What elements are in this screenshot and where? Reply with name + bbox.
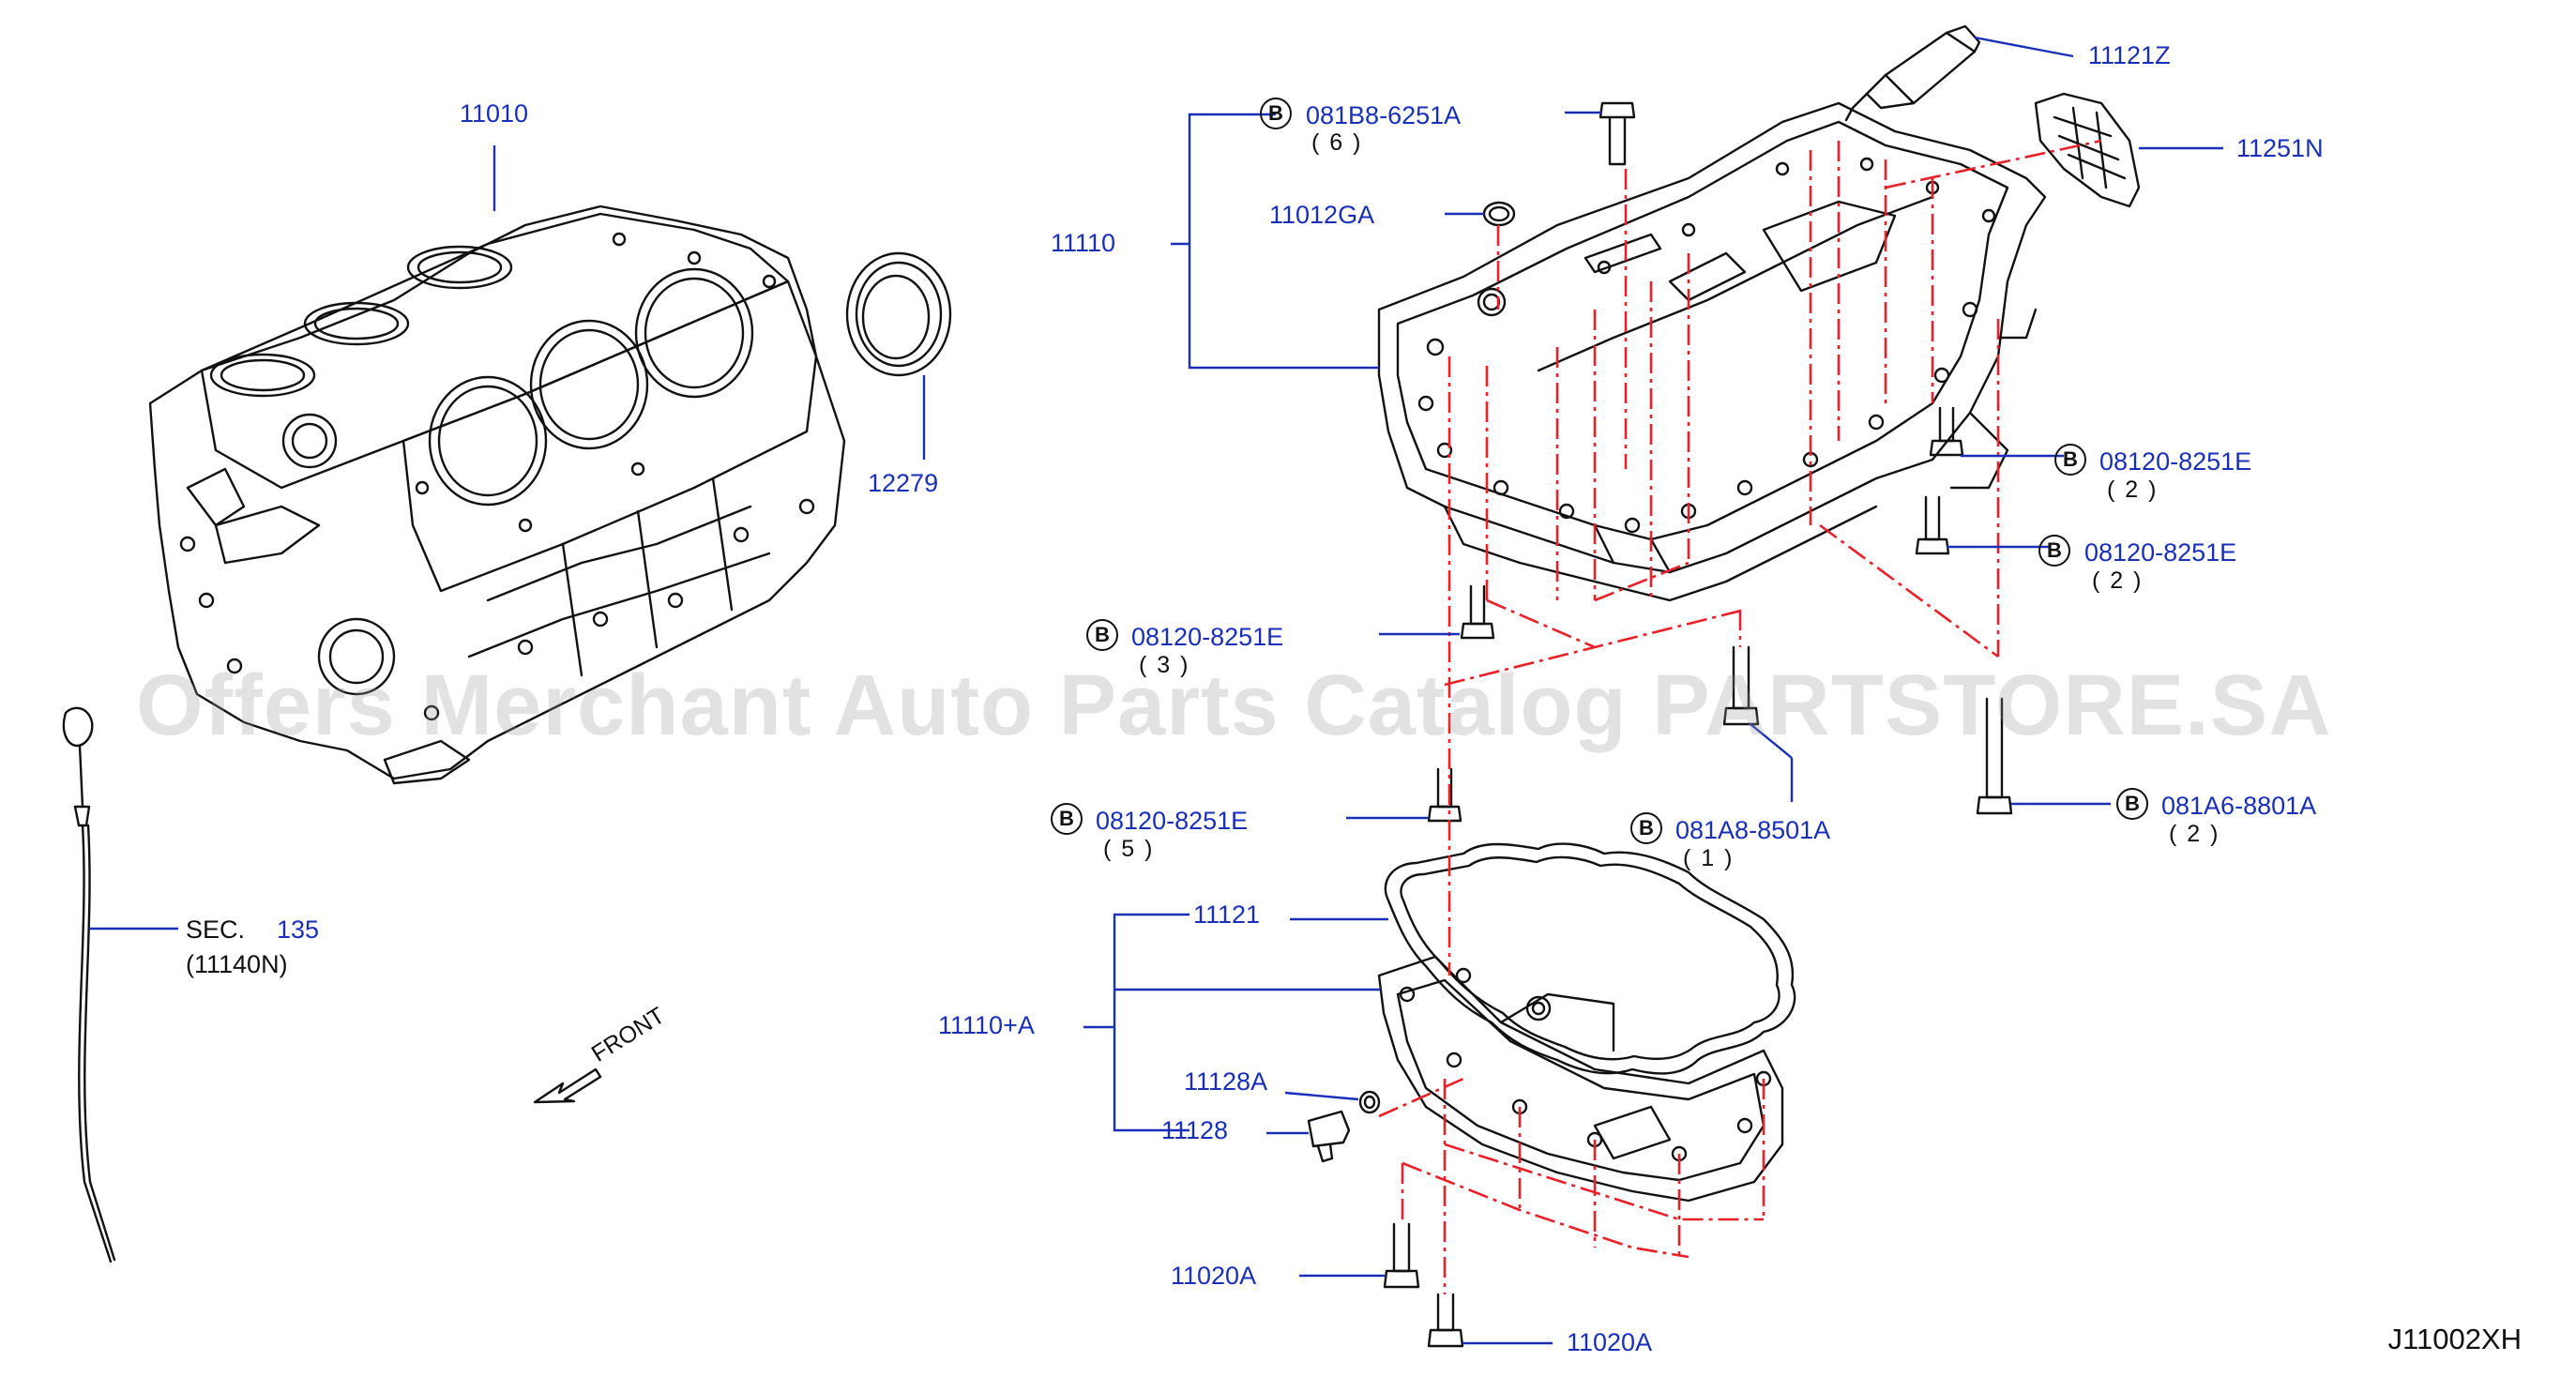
- bolt-marker-icon: B: [2054, 444, 2086, 476]
- front-arrow-icon: [533, 1067, 602, 1104]
- bolt-drawings: [1307, 101, 2013, 1348]
- alignment-dash-lines: [1378, 139, 2102, 1294]
- gasket-drawing: [1384, 842, 1796, 1075]
- dipstick-drawing: [62, 706, 116, 1263]
- label-drain-plug[interactable]: 11128: [1161, 1116, 1229, 1144]
- bolt-part-6[interactable]: 081A6-8801A: [2161, 792, 2317, 820]
- label-bolt-lower-2[interactable]: 11020A: [1567, 1328, 1653, 1356]
- bolt-part-0[interactable]: 081B8-6251A: [1306, 101, 1462, 129]
- label-baffle[interactable]: 11251N: [2236, 134, 2324, 162]
- leader-lines: [89, 36, 2223, 1345]
- engine-block-drawing: [148, 204, 846, 785]
- bolt-part-1[interactable]: 08120-8251E: [2099, 447, 2252, 476]
- label-o-ring[interactable]: 11012GA: [1269, 201, 1375, 229]
- lower-oil-pan-drawing: [1377, 955, 1784, 1203]
- bolt-marker-icon: B: [2116, 788, 2148, 820]
- bolt-qty-4: ( 5 ): [1103, 836, 1155, 862]
- bolt-part-3[interactable]: 08120-8251E: [1131, 623, 1284, 651]
- label-upper-pan[interactable]: 11110: [1051, 229, 1116, 257]
- bolt-marker-icon: B: [1086, 619, 1118, 651]
- bolt-part-4[interactable]: 08120-8251E: [1096, 807, 1249, 835]
- bolt-qty-3: ( 3 ): [1139, 652, 1190, 678]
- bolt-qty-0: ( 6 ): [1311, 129, 1363, 156]
- bolt-part-5[interactable]: 081A8-8501A: [1675, 816, 1831, 844]
- sec-prefix: SEC.: [186, 915, 246, 944]
- bolt-qty-6: ( 2 ): [2169, 821, 2220, 847]
- label-pan-assy[interactable]: 11110+A: [938, 1011, 1035, 1039]
- label-gasket[interactable]: 11121: [1193, 900, 1261, 929]
- baffle-drawing: [2034, 92, 2141, 208]
- rear-seal-drawing: [845, 251, 952, 377]
- bolt-qty-2: ( 2 ): [2092, 567, 2144, 594]
- label-bolt-lower-1[interactable]: 11020A: [1171, 1262, 1257, 1290]
- sec-number-link[interactable]: 135: [277, 915, 320, 944]
- bolt-part-2[interactable]: 08120-8251E: [2084, 538, 2237, 567]
- label-seal[interactable]: 12279: [868, 469, 939, 497]
- upper-oil-pan-drawing: [1377, 101, 2047, 602]
- watermark-text: Offers Merchant Auto Parts Catalog PARTS…: [136, 658, 2332, 753]
- diagram-code: J11002XH: [2387, 1323, 2522, 1355]
- sec-ref: (11140N): [186, 950, 288, 978]
- bolt-marker-icon: B: [1630, 812, 1662, 844]
- bolt-marker-icon: B: [1260, 98, 1292, 129]
- bolt-marker-icon: B: [2038, 535, 2070, 567]
- label-block[interactable]: 11010: [460, 99, 529, 128]
- bolt-marker-icon: B: [1051, 803, 1083, 835]
- bolt-qty-5: ( 1 ): [1683, 845, 1735, 871]
- label-hose[interactable]: 11121Z: [2088, 41, 2171, 69]
- label-drain-washer[interactable]: 11128A: [1184, 1067, 1268, 1096]
- sealant-tube-drawing: [1844, 24, 1981, 122]
- bolt-qty-1: ( 2 ): [2107, 477, 2159, 503]
